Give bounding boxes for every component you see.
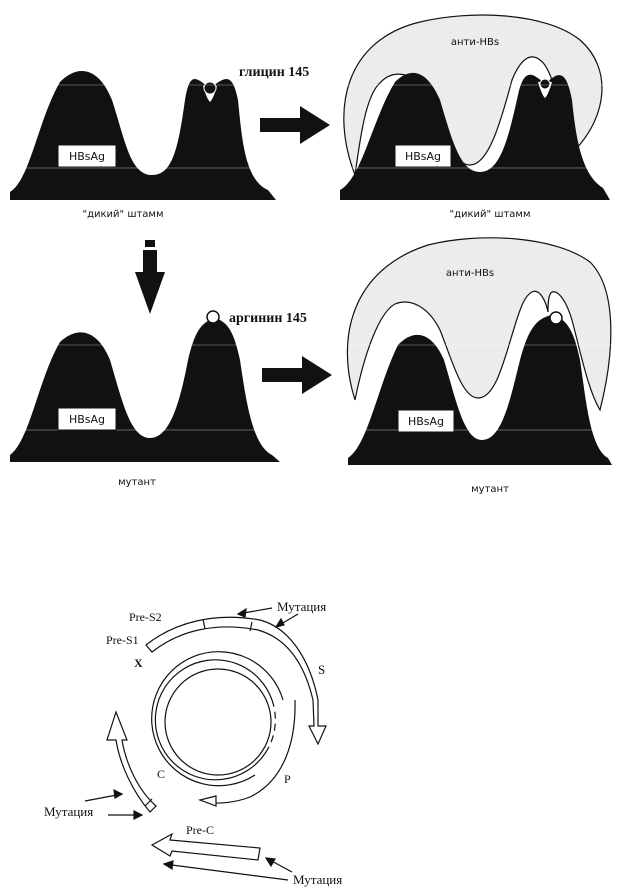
pre-s2-label: Pre-S2 [129,610,162,624]
hbsag-label-box [397,409,455,433]
glycine-residue-marker [539,78,551,90]
hbsag-label-box [57,144,117,168]
hbsag-peaks [10,70,276,200]
mutation-arrow-icon [264,857,276,868]
panel-mutant-right: анти-HBs HBsAg мутант [346,237,612,495]
p-gene-label: P [284,772,291,786]
p-gene-arc [209,699,296,804]
mutation-arrow-icon [133,810,144,820]
genome-inner-circle [164,668,272,776]
genome-middle-circle [154,659,273,781]
mutation-arrow-icon [163,863,289,881]
arginine-label: аргинин 145 [229,311,307,326]
pre-c-arc [150,832,261,861]
mutation-arrow-icon [162,860,174,871]
hbsag-label: HBsAg [69,413,105,426]
hbsag-peaks [10,318,280,462]
pre-s1-label: Pre-S1 [106,633,139,647]
hbsag-label: HBsAg [405,150,441,163]
glycine-label: глицин 145 [239,65,309,80]
arginine-residue-marker [206,310,220,324]
genome-gap-dashed [265,699,276,753]
right-arrow-icon [262,356,332,394]
pre-c-label: Pre-C [186,823,214,837]
mutation-label-bottom: Мутация [293,872,342,887]
arginine-residue-marker [549,311,563,325]
mutation-arrow-icon [274,617,285,628]
glycine-residue-marker [203,81,217,95]
mutation-arrow-icon [236,607,247,618]
genome-outer-strand [151,651,284,787]
mutant-caption: мутант [118,477,156,488]
p-gene-arrowhead [197,795,217,807]
wild-type-caption: "дикий" штамм [449,209,530,220]
right-arrow-icon [260,106,330,144]
panel-mutant-left: HBsAg аргинин 145 мутант [10,310,307,488]
panel-wild-right: анти-HBs HBsAg "дикий" штамм [340,14,610,220]
pre-s2-divider [202,618,206,630]
hbsag-label-box [394,144,452,168]
hbv-genome-map [84,607,327,881]
anti-hbs-label: анти-HBs [446,268,494,279]
x-gene-label: X [134,656,143,670]
c-gene-label: C [157,767,165,781]
wild-type-caption: "дикий" штамм [82,209,163,220]
antibody-anti-hbs [346,237,612,412]
mutation-label-top: Мутация [277,599,326,614]
hbsag-label: HBsAg [408,415,444,428]
mutation-arrow-icon [113,788,124,799]
mutant-caption: мутант [471,484,509,495]
down-arrow-icon [135,240,165,314]
mutation-label-left: Мутация [44,804,93,819]
c-gene-divider [144,798,153,807]
s-gene-label: S [318,662,325,677]
c-gene-arc [106,710,157,813]
panel-wild-left: HBsAg глицин 145 "дикий" штамм [10,65,309,220]
s-gene-arc [145,616,327,746]
anti-hbs-label: анти-HBs [451,37,499,48]
hbsag-label-box [57,407,117,431]
s-start-divider [249,621,253,632]
hbsag-label: HBsAg [69,150,105,163]
